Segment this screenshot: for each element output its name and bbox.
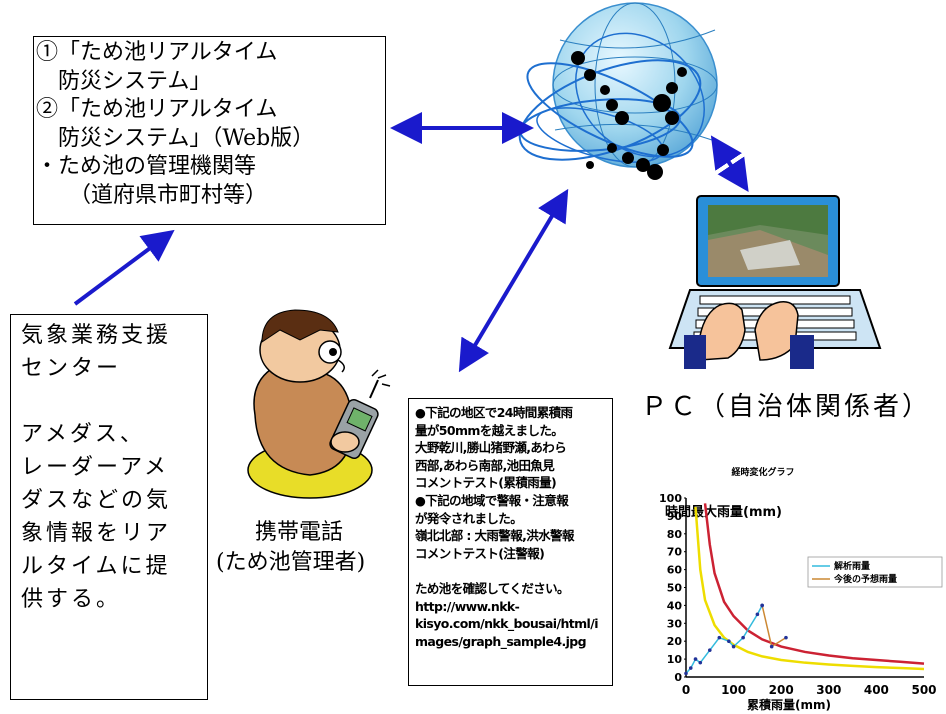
- y-tick-label: 70: [667, 546, 683, 559]
- mail-line: 大野乾川,勝山猪野瀬,あわら: [415, 440, 567, 456]
- mail-line: kisyo.com/nkk_bousai/html/i: [415, 616, 598, 632]
- system-line: ・ため池の管理機関等: [36, 154, 257, 179]
- alert-message-box: ●下記の地区で24時間累積雨 量が50mmを越えました。 大野乾川,勝山猪野瀬,…: [408, 398, 613, 686]
- y-tick-label: 0: [674, 671, 682, 684]
- mail-line: ●下記の地区で24時間累積雨: [415, 405, 573, 420]
- y-tick-label: 90: [667, 510, 683, 523]
- system-line: 防災システム」: [36, 68, 212, 94]
- y-tick-label: 60: [667, 564, 683, 577]
- data-point: [693, 657, 698, 661]
- phone-label-line1: 携帯電話: [255, 520, 344, 545]
- globe-icon: [518, 2, 718, 180]
- center-line: ダスなどの気: [21, 488, 172, 513]
- red-curve: [703, 503, 925, 665]
- data-point: [727, 639, 731, 643]
- y-tick-label: 20: [667, 635, 683, 648]
- system-line: 防災システム」（Web版）: [36, 125, 315, 151]
- mail-line: mages/graph_sample4.jpg: [415, 633, 587, 649]
- mail-line: ●下記の地域で警報・注意報: [415, 492, 569, 508]
- center-line: [21, 385, 201, 418]
- person-with-phone-icon: [247, 309, 391, 499]
- phone-label-line2: (ため池管理者): [216, 550, 366, 575]
- x-tick-label: 300: [816, 683, 841, 697]
- data-point: [708, 648, 712, 652]
- system-line: ②「ため池リアルタイム: [36, 97, 278, 122]
- x-tick-label: 0: [682, 683, 690, 697]
- data-point: [684, 671, 688, 676]
- data-point: [717, 635, 722, 640]
- center-line: アメダス、: [21, 422, 145, 447]
- data-point: [731, 644, 736, 649]
- x-tick-label: 500: [911, 683, 936, 697]
- series-analysis-line: [685, 605, 763, 674]
- center-line: 気象業務支援: [21, 323, 172, 348]
- yellow-curve: [694, 506, 925, 671]
- chart-title: 経時変化グラフ: [731, 466, 794, 478]
- legend-analysis: 解析雨量: [834, 560, 870, 572]
- chart-xlabel: 累積雨量(mm): [747, 697, 831, 712]
- legend-forecast: 今後の予想雨量: [833, 573, 897, 585]
- data-point: [688, 666, 693, 670]
- data-point: [784, 635, 788, 640]
- mail-line: コメントテスト(注警報): [415, 545, 545, 561]
- mail-line: コメントテスト(累積雨量): [415, 475, 557, 491]
- mail-line: [415, 562, 608, 580]
- mail-line: 量が50mmを越えました。: [415, 422, 564, 438]
- y-tick-label: 10: [667, 653, 683, 666]
- y-tick-label: 50: [667, 582, 683, 595]
- data-point: [769, 644, 774, 649]
- system-box: ①「ため池リアルタイム 防災システム」 ②「ため池リアルタイム 防災システム」（…: [33, 36, 386, 225]
- y-tick-label: 30: [667, 617, 683, 630]
- chart-legend: 解析雨量 今後の予想雨量: [807, 556, 943, 588]
- mail-line: が発令されました。: [415, 510, 523, 526]
- arrow-globe-phone: [458, 188, 569, 373]
- data-point: [760, 603, 764, 608]
- center-line: 供する。: [21, 587, 122, 612]
- arrow-globe-pc: [710, 135, 749, 192]
- chart-ylabel: 時間最大雨量(mm): [665, 504, 782, 520]
- x-tick-label: 200: [769, 683, 794, 697]
- y-tick-label: 80: [667, 528, 683, 541]
- mail-line: 西部,あわら南部,池田魚見: [415, 457, 555, 473]
- center-line: センター: [21, 356, 122, 381]
- mail-line: ため池を確認してください。: [415, 580, 570, 596]
- weather-center-box: 気象業務支援 センター アメダス、 レーダーアメ ダスなどの気 象情報をリア ル…: [10, 314, 208, 700]
- center-line: 象情報をリア: [21, 521, 172, 546]
- y-tick-label: 40: [667, 599, 683, 612]
- data-point: [755, 612, 760, 617]
- center-line: ルタイムに提: [21, 554, 171, 579]
- computer-icon: [668, 195, 882, 369]
- mail-line: 嶺北北部 : 大雨警報,洪水警報: [415, 528, 574, 544]
- center-line: レーダーアメ: [21, 455, 170, 480]
- mail-line: http://www.nkk-: [415, 598, 520, 614]
- system-line: ①「ため池リアルタイム: [36, 40, 278, 65]
- data-point: [698, 660, 703, 665]
- x-tick-label: 100: [721, 683, 746, 697]
- system-line: （道府県市町村等）: [36, 182, 268, 208]
- data-point: [741, 635, 745, 640]
- x-tick-label: 400: [864, 683, 889, 697]
- arrow-center-system: [73, 229, 175, 306]
- pc-label: ＰＣ（自治体関係者）: [641, 392, 932, 422]
- y-tick-label: 100: [659, 492, 682, 505]
